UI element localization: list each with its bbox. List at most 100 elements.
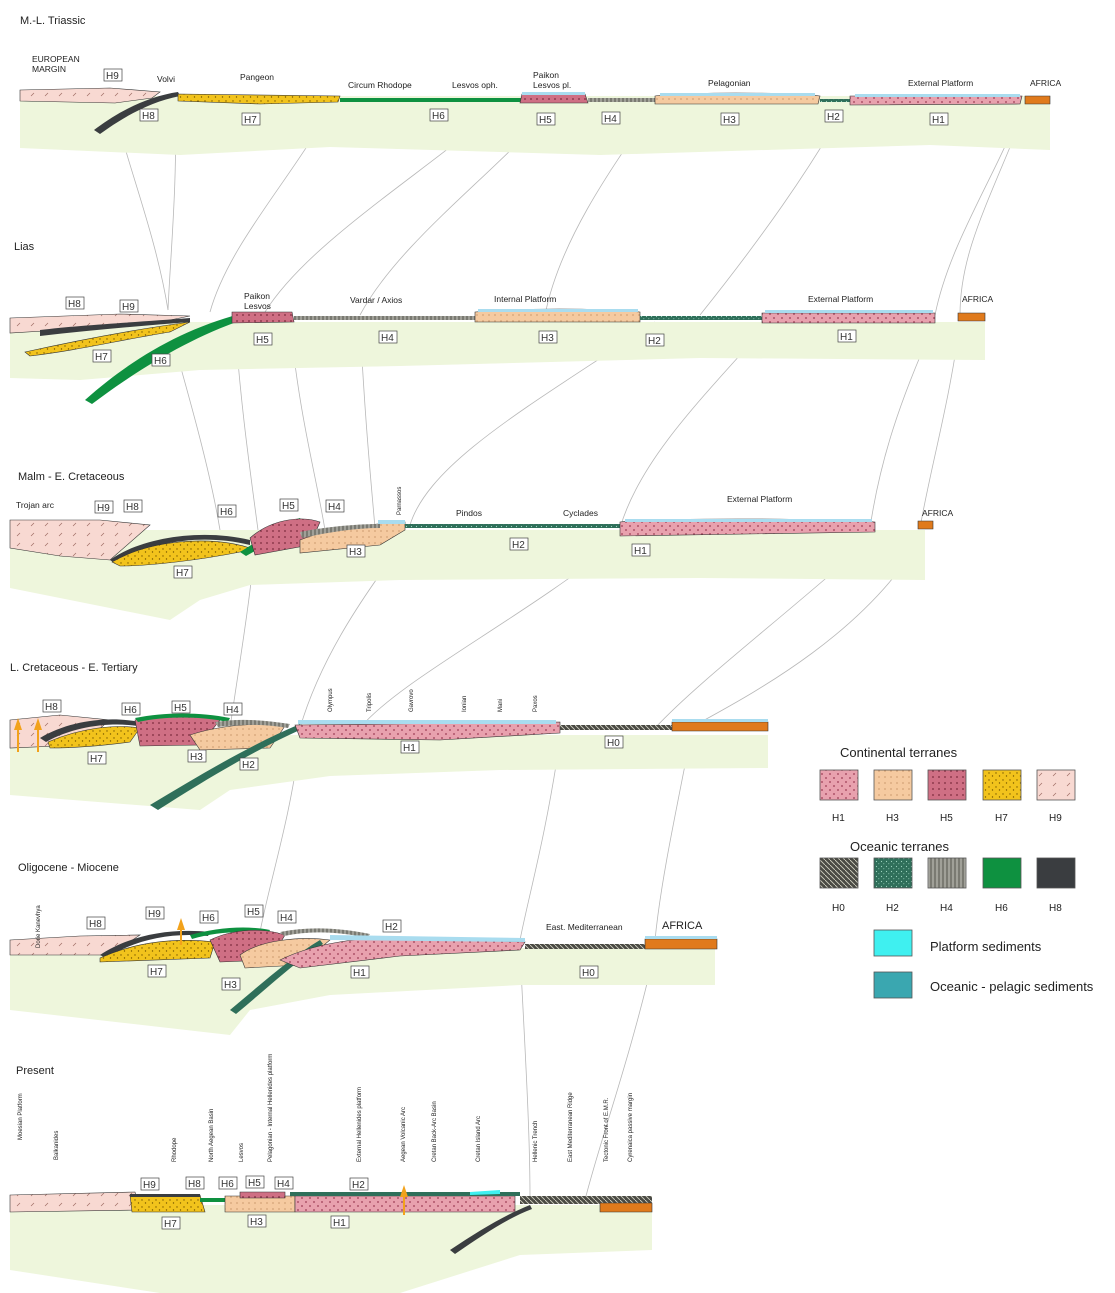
unit-tag: H1: [929, 112, 949, 126]
domain-label: Vardar / Axios: [350, 295, 402, 305]
africa-block: [1024, 95, 1051, 105]
unit-label: H2: [648, 336, 661, 347]
domain-label: Pindos: [456, 508, 482, 518]
unit-tag: H8: [185, 1176, 205, 1190]
unit-label: H6: [221, 1179, 234, 1190]
unit-label: H2: [242, 760, 255, 771]
platform-sediments-cap: [522, 92, 585, 95]
unit-tag: H9: [140, 1177, 160, 1191]
domain-label: Aegean Volcanic Arc: [401, 1107, 407, 1162]
domain-label: Gavrovo: [409, 689, 415, 712]
unit-label: H8: [68, 299, 81, 310]
legend-continental-title: Continental terranes: [840, 745, 958, 760]
panel-triassic: M.-L. Triassic EUROPEAN MARGIN Volvi Pan…: [19, 15, 1062, 155]
h4-band: [280, 928, 370, 938]
domain-label: H4: [940, 903, 953, 914]
unit-tag: H8: [123, 499, 143, 513]
unit-label: H1: [353, 968, 366, 979]
unit-tag: H3: [720, 112, 740, 126]
panel-title: Present: [16, 1065, 54, 1077]
correlation-lines: [111, 97, 1031, 1201]
h2-slab: [450, 1205, 532, 1254]
legend-swatch-platform-sediments: Platform sediments: [873, 929, 1042, 957]
h8-band: [130, 1194, 200, 1197]
unit-label: H7: [244, 115, 257, 126]
unit-tag: H8: [65, 296, 85, 310]
unit-tag: H8: [139, 108, 159, 122]
platform-sediments-cap: [765, 310, 933, 313]
platform-sediments-cap: [298, 720, 556, 724]
unit-tag: H1: [330, 1215, 350, 1229]
domain-label: Ionian: [462, 696, 468, 712]
h0-ocean: [520, 1196, 652, 1204]
h9-european-margin: [19, 87, 161, 104]
h7-wedge: [24, 321, 191, 357]
h6-circum-rhodope: [340, 98, 522, 102]
unit-tag: H2: [509, 537, 529, 551]
h2-ocean: [820, 99, 850, 102]
unit-label: H9: [122, 302, 135, 313]
unit-label: H6: [154, 356, 167, 367]
h6-band: [135, 713, 230, 722]
unit-tag: H7: [161, 1216, 181, 1230]
domain-label: North Aegean Basin: [209, 1109, 215, 1162]
unit-tag: H8: [42, 699, 62, 713]
h2-ocean: [640, 316, 762, 320]
legend-swatch-h8: H8: [1036, 857, 1076, 914]
unit-label: H6: [124, 705, 137, 716]
unit-label: H0: [582, 968, 595, 979]
unit-label: H3: [250, 1217, 263, 1228]
domain-label: AFRICA: [962, 294, 994, 304]
panel-present: Present Moesian Platform Balkanides Rhod…: [9, 1054, 653, 1293]
panel-lias: Lias Paikon Lesvos Vardar / Axios Intern…: [9, 241, 994, 404]
unit-label: H5: [174, 703, 187, 714]
unit-tag: H2: [349, 1177, 369, 1191]
domain-label: H5: [940, 813, 953, 824]
legend-swatch-h4: H4: [927, 857, 967, 914]
unit-label: H7: [150, 967, 163, 978]
h1-external-platform: [761, 312, 936, 324]
h4-band: [215, 719, 290, 728]
unit-label: H8: [188, 1179, 201, 1190]
unit-label: H0: [607, 738, 620, 749]
domain-label: Tectonic Front of E.M.R.: [604, 1097, 610, 1162]
domain-label: Tripolis: [367, 693, 373, 712]
unit-tag: H7: [92, 349, 112, 363]
legend-swatch-h7: H7: [982, 769, 1022, 824]
h5-block: [239, 1191, 286, 1199]
h8-band: [40, 318, 190, 336]
unit-label: H9: [106, 71, 119, 82]
domain-label: Parnassos: [397, 487, 403, 515]
h4-band: [300, 524, 380, 538]
unit-label: H2: [512, 540, 525, 551]
domain-label: Lesvos pl.: [533, 80, 571, 90]
unit-tag: H2: [824, 109, 844, 123]
h2-pindos-ocean: [405, 524, 620, 528]
h5-paikon: [519, 93, 589, 104]
unit-label: H7: [95, 352, 108, 363]
unit-tag: H3: [346, 544, 366, 558]
sea-background: [10, 948, 715, 1035]
domain-label: Paxos: [533, 695, 539, 712]
panel-title: Malm - E. Cretaceous: [18, 471, 125, 483]
domain-label: Olympus: [328, 688, 334, 712]
unit-tag: H4: [223, 702, 243, 716]
unit-tag: H9: [119, 299, 139, 313]
unit-tag: H3: [187, 749, 207, 763]
h1-external-platform: [849, 95, 1023, 106]
unit-tag: H1: [400, 740, 420, 754]
domain-label: Circum Rhodope: [348, 80, 412, 90]
unit-tag: H8: [86, 916, 106, 930]
domain-label: Oceanic - pelagic sediments: [930, 979, 1094, 994]
unit-label: H9: [148, 909, 161, 920]
present-domain-labels: Moesian Platform Balkanides Rhodope Nort…: [18, 1054, 634, 1162]
unit-label: H1: [333, 1218, 346, 1229]
domain-label: Moesian Platform: [18, 1093, 24, 1140]
unit-label: H5: [256, 335, 269, 346]
h0-ocean: [525, 944, 645, 949]
unit-tag: H2: [382, 919, 402, 933]
platform-sediments-cap: [645, 936, 717, 939]
sea-background: [20, 96, 1050, 155]
unit-label: H5: [248, 1178, 261, 1189]
